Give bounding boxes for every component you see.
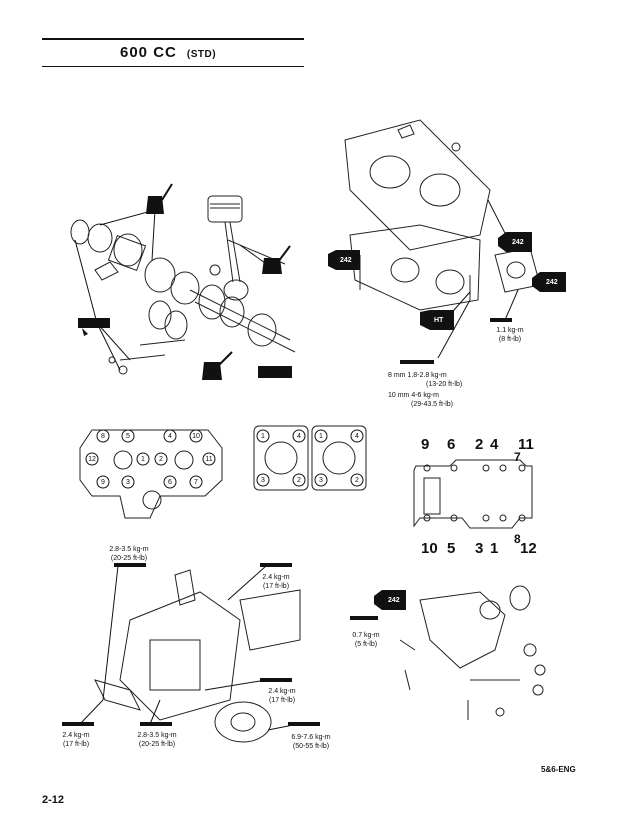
sealant-tag-label: 242	[340, 257, 352, 264]
mount-bottom-left-torque: 2.4 kg-m	[62, 732, 90, 739]
sealant-tag-label: 242	[512, 239, 524, 246]
cyl-seq-num: 2	[355, 477, 359, 484]
crankcase-cover-torque: 1.1 kg-m	[496, 327, 524, 334]
cyl-seq-num: 3	[319, 477, 323, 484]
pump-torque: 0.7 kg-m	[352, 632, 380, 639]
page-title: 600 CC (STD)	[120, 44, 216, 61]
head-seq-num: 8	[101, 433, 105, 440]
head-seq-num: 6	[168, 479, 172, 486]
crankcase-seq-bottom: 12	[520, 540, 537, 557]
head-seq-num: 1	[141, 456, 145, 463]
title-rule-bottom	[42, 66, 304, 67]
head-seq-num: 9	[101, 479, 105, 486]
cyl-seq-num: 4	[355, 433, 359, 440]
page-number: 2-12	[42, 794, 65, 806]
mount-bottom-right-torque-ftlb: (50-55 ft-lb)	[292, 743, 330, 750]
cyl-seq-num: 1	[319, 433, 323, 440]
head-illustration	[79, 429, 223, 519]
head-seq-num: 12	[88, 456, 96, 463]
document-reference: 5&6-ENG	[541, 765, 576, 774]
crankcase-seq-top: 9	[421, 436, 430, 453]
crankcase-seq-top: 11	[518, 436, 534, 453]
crankcase-illustration	[344, 119, 541, 311]
head-seq-num: 7	[194, 479, 198, 486]
crankcase-seq-bottom: 8	[514, 532, 521, 546]
mount-bottom-center-torque-ftlb: (20-25 ft-lb)	[138, 741, 176, 748]
cyl-seq-num: 3	[261, 477, 265, 484]
pump-illustration	[399, 585, 546, 720]
crankcase-seq-top: 6	[447, 436, 456, 453]
mount-right-torque: 2.4 kg-m	[262, 574, 290, 581]
crankcase-seq-top: 2	[475, 436, 484, 453]
head-seq-num: 5	[126, 433, 130, 440]
piston-illustration	[207, 195, 286, 301]
cyl-seq-num: 1	[261, 433, 265, 440]
mount-right-torque-ftlb: (17 ft-lb)	[262, 583, 290, 590]
crankcase-seq-bottom: 10	[421, 540, 438, 557]
crankcase-seq-bottom: 1	[490, 540, 499, 557]
cylinder-gasket-illustration	[253, 425, 367, 491]
head-seq-num: 3	[126, 479, 130, 486]
cyl-seq-num: 4	[297, 433, 301, 440]
title-rule-top	[42, 38, 304, 40]
bolt-8mm-torque: 8 mm 1.8-2.8 kg-m	[388, 372, 447, 379]
ht-tag-label: HT	[434, 317, 444, 324]
crankcase-seq-top: 4	[490, 436, 499, 453]
mount-mid-torque: 2.4 kg-m	[268, 688, 296, 695]
crankcase-plate-illustration	[413, 459, 533, 529]
mount-mid-torque-ftlb: (17 ft-lb)	[268, 697, 296, 704]
bolt-8mm-torque-ftlb: (13-20 ft-lb)	[426, 381, 463, 388]
sealant-tag-label: 242	[546, 279, 558, 286]
title-sub: (STD)	[186, 49, 217, 60]
sealant-tags	[62, 183, 566, 726]
crankcase-seq-bottom: 5	[447, 540, 456, 557]
mount-bottom-right-torque: 6.9-7.6 kg-m	[291, 734, 331, 741]
mount-top-torque-ftlb: (20-25 ft-lb)	[110, 555, 148, 562]
title-main: 600 CC	[120, 44, 177, 61]
head-seq-num: 10	[192, 433, 200, 440]
pump-torque-ftlb: (5 ft-lb)	[354, 641, 378, 648]
bolt-10mm-torque-ftlb: (29-43.5 ft-lb)	[411, 401, 454, 408]
head-seq-num: 2	[159, 456, 163, 463]
mount-top-torque: 2.8-3.5 kg-m	[109, 546, 149, 553]
crankcase-seq-top: 7	[514, 450, 521, 464]
head-seq-num: 4	[168, 433, 172, 440]
cyl-seq-num: 2	[297, 477, 301, 484]
crankcase-cover-torque-ftlb: (8 ft-lb)	[498, 336, 522, 343]
mount-bottom-left-torque-ftlb: (17 ft-lb)	[62, 741, 90, 748]
head-bolt-markers	[85, 429, 216, 489]
head-seq-num: 11	[205, 456, 213, 463]
engine-mount-illustration	[94, 569, 301, 743]
mount-bottom-center-torque: 2.8-3.5 kg-m	[137, 732, 177, 739]
crankshaft-illustration	[70, 219, 296, 375]
sealant-tag-label: 242	[388, 597, 400, 604]
cylinder-bolt-markers	[256, 429, 364, 487]
bolt-10mm-torque: 10 mm 4-6 kg-m	[388, 392, 439, 399]
crankcase-seq-bottom: 3	[475, 540, 484, 557]
